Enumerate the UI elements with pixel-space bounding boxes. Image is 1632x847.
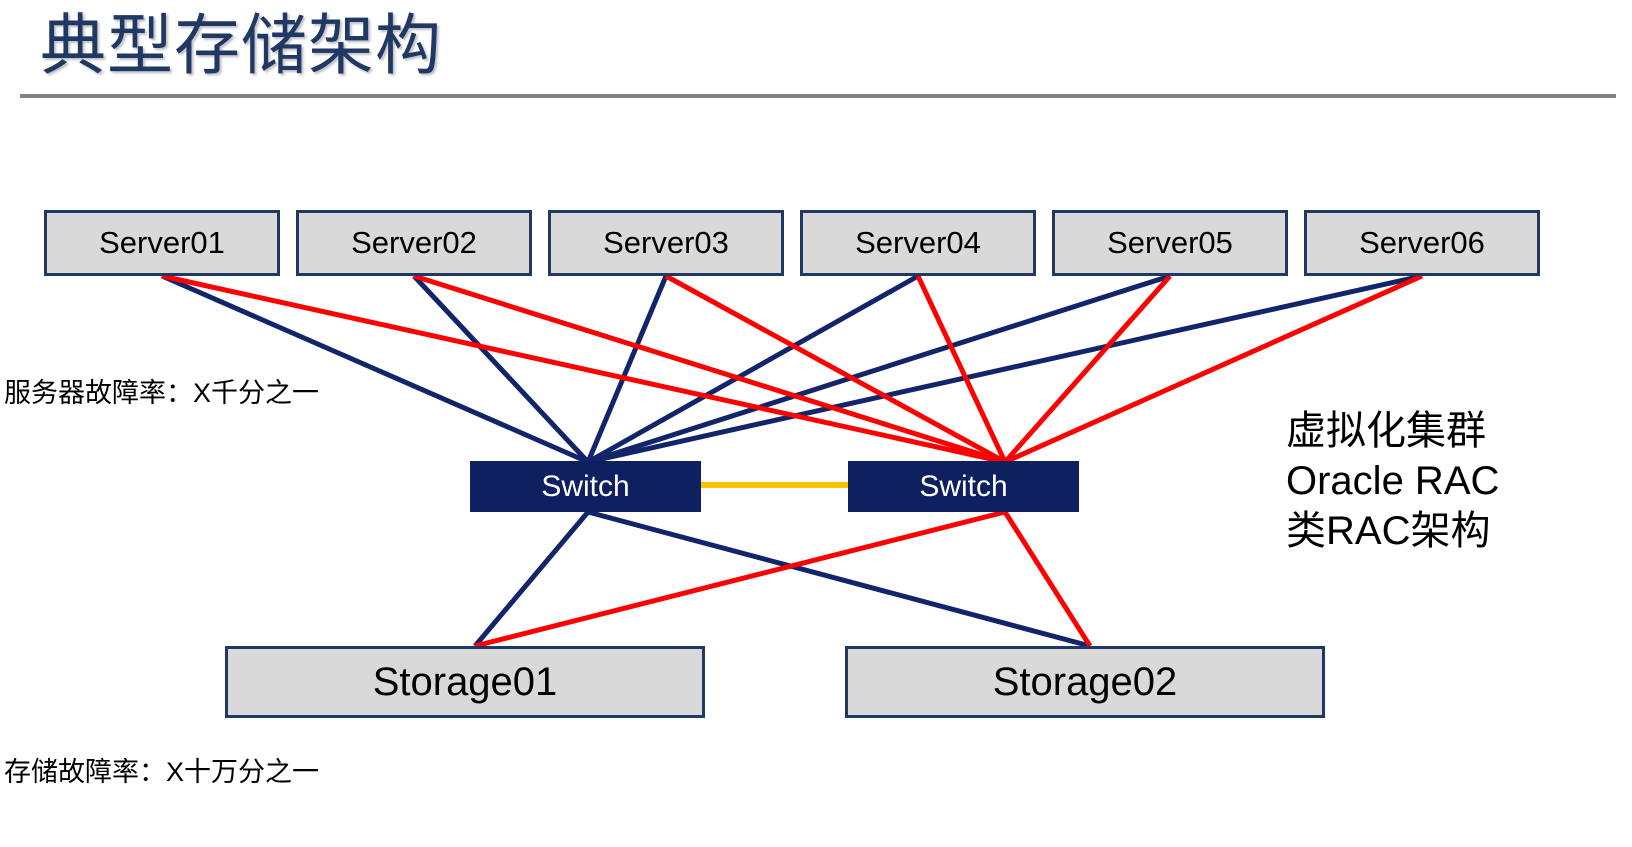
server-node-2[interactable]: Server02 xyxy=(296,210,532,276)
server-node-5-label: Server05 xyxy=(1107,225,1233,260)
storage-node-1-label: Storage01 xyxy=(372,659,558,704)
server-node-2-label: Server02 xyxy=(351,225,477,260)
storage-node-2-label: Storage02 xyxy=(992,659,1178,704)
link-server3-to-switch2 xyxy=(664,273,1007,465)
link-server4-to-switch1 xyxy=(586,273,920,465)
cluster-note: 虚拟化集群 Oracle RAC 类RAC架构 xyxy=(1286,406,1499,556)
link-server3-to-switch1 xyxy=(585,275,669,463)
server-node-4-label: Server04 xyxy=(855,225,981,260)
link-server1-to-switch1 xyxy=(160,273,590,465)
server-node-3-label: Server03 xyxy=(603,225,729,260)
link-server2-to-switch2 xyxy=(413,273,1006,465)
link-switch-to-storage-4 xyxy=(1002,510,1093,648)
link-server1-to-switch2 xyxy=(161,273,1006,465)
link-server5-to-switch2 xyxy=(1003,274,1172,464)
server-node-1-label: Server01 xyxy=(99,225,225,260)
link-server2-to-switch1 xyxy=(412,274,590,464)
server-node-6-label: Server06 xyxy=(1359,225,1485,260)
page-title: 典型存储架构 xyxy=(40,8,442,82)
switch-node-2[interactable]: Switch xyxy=(848,461,1079,512)
link-server4-to-switch2 xyxy=(915,274,1008,464)
server-node-3[interactable]: Server03 xyxy=(548,210,784,276)
switch-node-2-label: Switch xyxy=(919,469,1008,503)
server-node-1[interactable]: Server01 xyxy=(44,210,280,276)
storage-failure-rate-note: 存储故障率：X十万分之一 xyxy=(4,757,320,787)
link-server6-to-switch1 xyxy=(587,273,1423,465)
switch-to-storage-links xyxy=(473,509,1093,649)
link-server6-to-switch2 xyxy=(1003,273,1424,465)
cluster-note-line-2: Oracle RAC xyxy=(1286,459,1500,503)
link-switch-to-storage-2 xyxy=(587,509,1091,649)
server-node-4[interactable]: Server04 xyxy=(800,210,1036,276)
server-node-6[interactable]: Server06 xyxy=(1304,210,1540,276)
server-failure-rate-note: 服务器故障率：X千分之一 xyxy=(4,378,320,408)
server-node-5[interactable]: Server05 xyxy=(1052,210,1288,276)
link-switch-to-storage-1 xyxy=(473,510,590,648)
server-to-switch1-links xyxy=(160,273,1423,465)
cluster-note-line-3: 类RAC架构 xyxy=(1286,509,1491,553)
cluster-note-line-1: 虚拟化集群 xyxy=(1286,409,1486,453)
storage-node-1[interactable]: Storage01 xyxy=(225,646,705,718)
switch-node-1-label: Switch xyxy=(541,469,630,503)
storage-node-2[interactable]: Storage02 xyxy=(845,646,1325,718)
switch-node-1[interactable]: Switch xyxy=(470,461,701,512)
title-divider xyxy=(20,94,1616,98)
link-server5-to-switch1 xyxy=(587,273,1171,465)
server-to-switch2-links xyxy=(161,273,1424,465)
link-switch-to-storage-3 xyxy=(474,509,1006,649)
